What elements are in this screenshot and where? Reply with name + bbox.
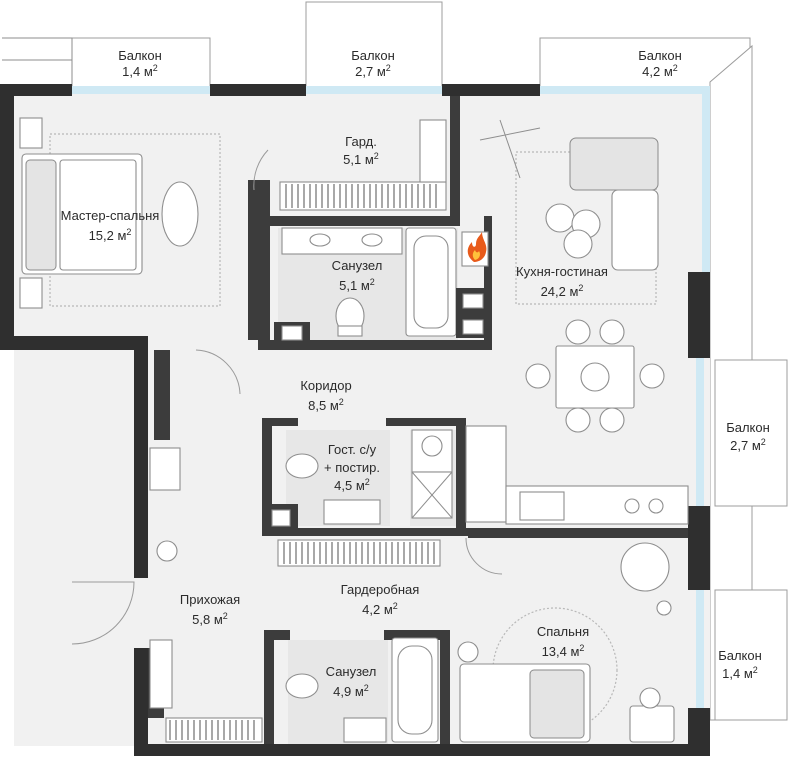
guest-wc-furniture bbox=[264, 429, 453, 532]
svg-text:24,2 м2: 24,2 м2 bbox=[541, 283, 584, 299]
svg-text:Балкон: Балкон bbox=[638, 48, 682, 63]
label-bedroom: Спальня 13,4 м2 bbox=[537, 624, 589, 659]
label-hall: Прихожая 5,8 м2 bbox=[180, 592, 240, 627]
master-bedroom-furniture bbox=[19, 117, 269, 309]
svg-text:5,1 м2: 5,1 м2 bbox=[343, 151, 379, 167]
svg-text:Балкон: Балкон bbox=[726, 420, 770, 435]
label-kitchen: Кухня-гостиная 24,2 м2 bbox=[516, 264, 608, 299]
svg-text:4,2 м2: 4,2 м2 bbox=[642, 63, 678, 79]
svg-text:Балкон: Балкон bbox=[718, 648, 762, 663]
label-bath1: Санузел 5,1 м2 bbox=[332, 258, 383, 293]
svg-text:5,8 м2: 5,8 м2 bbox=[192, 611, 228, 627]
wardrobe1-furniture bbox=[279, 119, 447, 211]
svg-text:8,5 м2: 8,5 м2 bbox=[308, 397, 344, 413]
svg-text:+ постир.: + постир. bbox=[324, 460, 380, 475]
svg-text:Гост. с/у: Гост. с/у bbox=[328, 442, 377, 457]
hall-furniture bbox=[71, 349, 503, 743]
label-corridor: Коридор 8,5 м2 bbox=[300, 378, 351, 413]
label-wardrobe1: Гард. 5,1 м2 bbox=[343, 134, 379, 167]
svg-text:4,9 м2: 4,9 м2 bbox=[333, 683, 369, 699]
svg-text:4,5 м2: 4,5 м2 bbox=[334, 477, 370, 493]
label-balcony-se: Балкон 1,4 м2 bbox=[718, 648, 762, 681]
svg-text:Прихожая: Прихожая bbox=[180, 592, 240, 607]
svg-text:1,4 м2: 1,4 м2 bbox=[122, 63, 158, 79]
windows bbox=[72, 86, 710, 708]
svg-text:13,4 м2: 13,4 м2 bbox=[542, 643, 585, 659]
svg-text:15,2 м2: 15,2 м2 bbox=[89, 227, 132, 243]
svg-text:Балкон: Балкон bbox=[351, 48, 395, 63]
bath1-furniture bbox=[274, 227, 490, 344]
svg-text:Спальня: Спальня bbox=[537, 624, 589, 639]
svg-text:Кухня-гостиная: Кухня-гостиная bbox=[516, 264, 608, 279]
svg-text:2,7 м2: 2,7 м2 bbox=[355, 63, 391, 79]
label-balcony-ne: Балкон 4,2 м2 bbox=[638, 48, 682, 79]
label-balcony-n: Балкон 2,7 м2 bbox=[351, 48, 395, 79]
svg-text:5,1 м2: 5,1 м2 bbox=[339, 277, 375, 293]
svg-text:Мастер-спальня: Мастер-спальня bbox=[61, 208, 160, 223]
room-labels: Балкон 1,4 м2 Балкон 2,7 м2 Балкон 4,2 м… bbox=[61, 48, 770, 699]
label-guest-wc: Гост. с/у + постир. 4,5 м2 bbox=[324, 442, 380, 493]
svg-text:Санузел: Санузел bbox=[332, 258, 383, 273]
label-wardrobe2: Гардеробная 4,2 м2 bbox=[341, 582, 420, 617]
label-balcony-nw: Балкон 1,4 м2 bbox=[118, 48, 162, 79]
bedroom-furniture bbox=[457, 542, 675, 743]
label-master-bedroom: Мастер-спальня 15,2 м2 bbox=[61, 208, 160, 243]
svg-text:Балкон: Балкон bbox=[118, 48, 162, 63]
svg-text:Гард.: Гард. bbox=[345, 134, 377, 149]
label-bath2: Санузел 4,9 м2 bbox=[326, 664, 377, 699]
svg-text:Гардеробная: Гардеробная bbox=[341, 582, 420, 597]
kitchen-furniture bbox=[461, 119, 689, 525]
svg-text:2,7 м2: 2,7 м2 bbox=[730, 437, 766, 453]
label-balcony-e: Балкон 2,7 м2 bbox=[726, 420, 770, 453]
svg-text:Санузел: Санузел bbox=[326, 664, 377, 679]
svg-text:1,4 м2: 1,4 м2 bbox=[722, 665, 758, 681]
balconies bbox=[2, 1, 788, 721]
fire-icon bbox=[467, 232, 487, 262]
bath2-furniture bbox=[285, 637, 439, 743]
svg-text:Коридор: Коридор bbox=[300, 378, 351, 393]
svg-text:4,2 м2: 4,2 м2 bbox=[362, 601, 398, 617]
